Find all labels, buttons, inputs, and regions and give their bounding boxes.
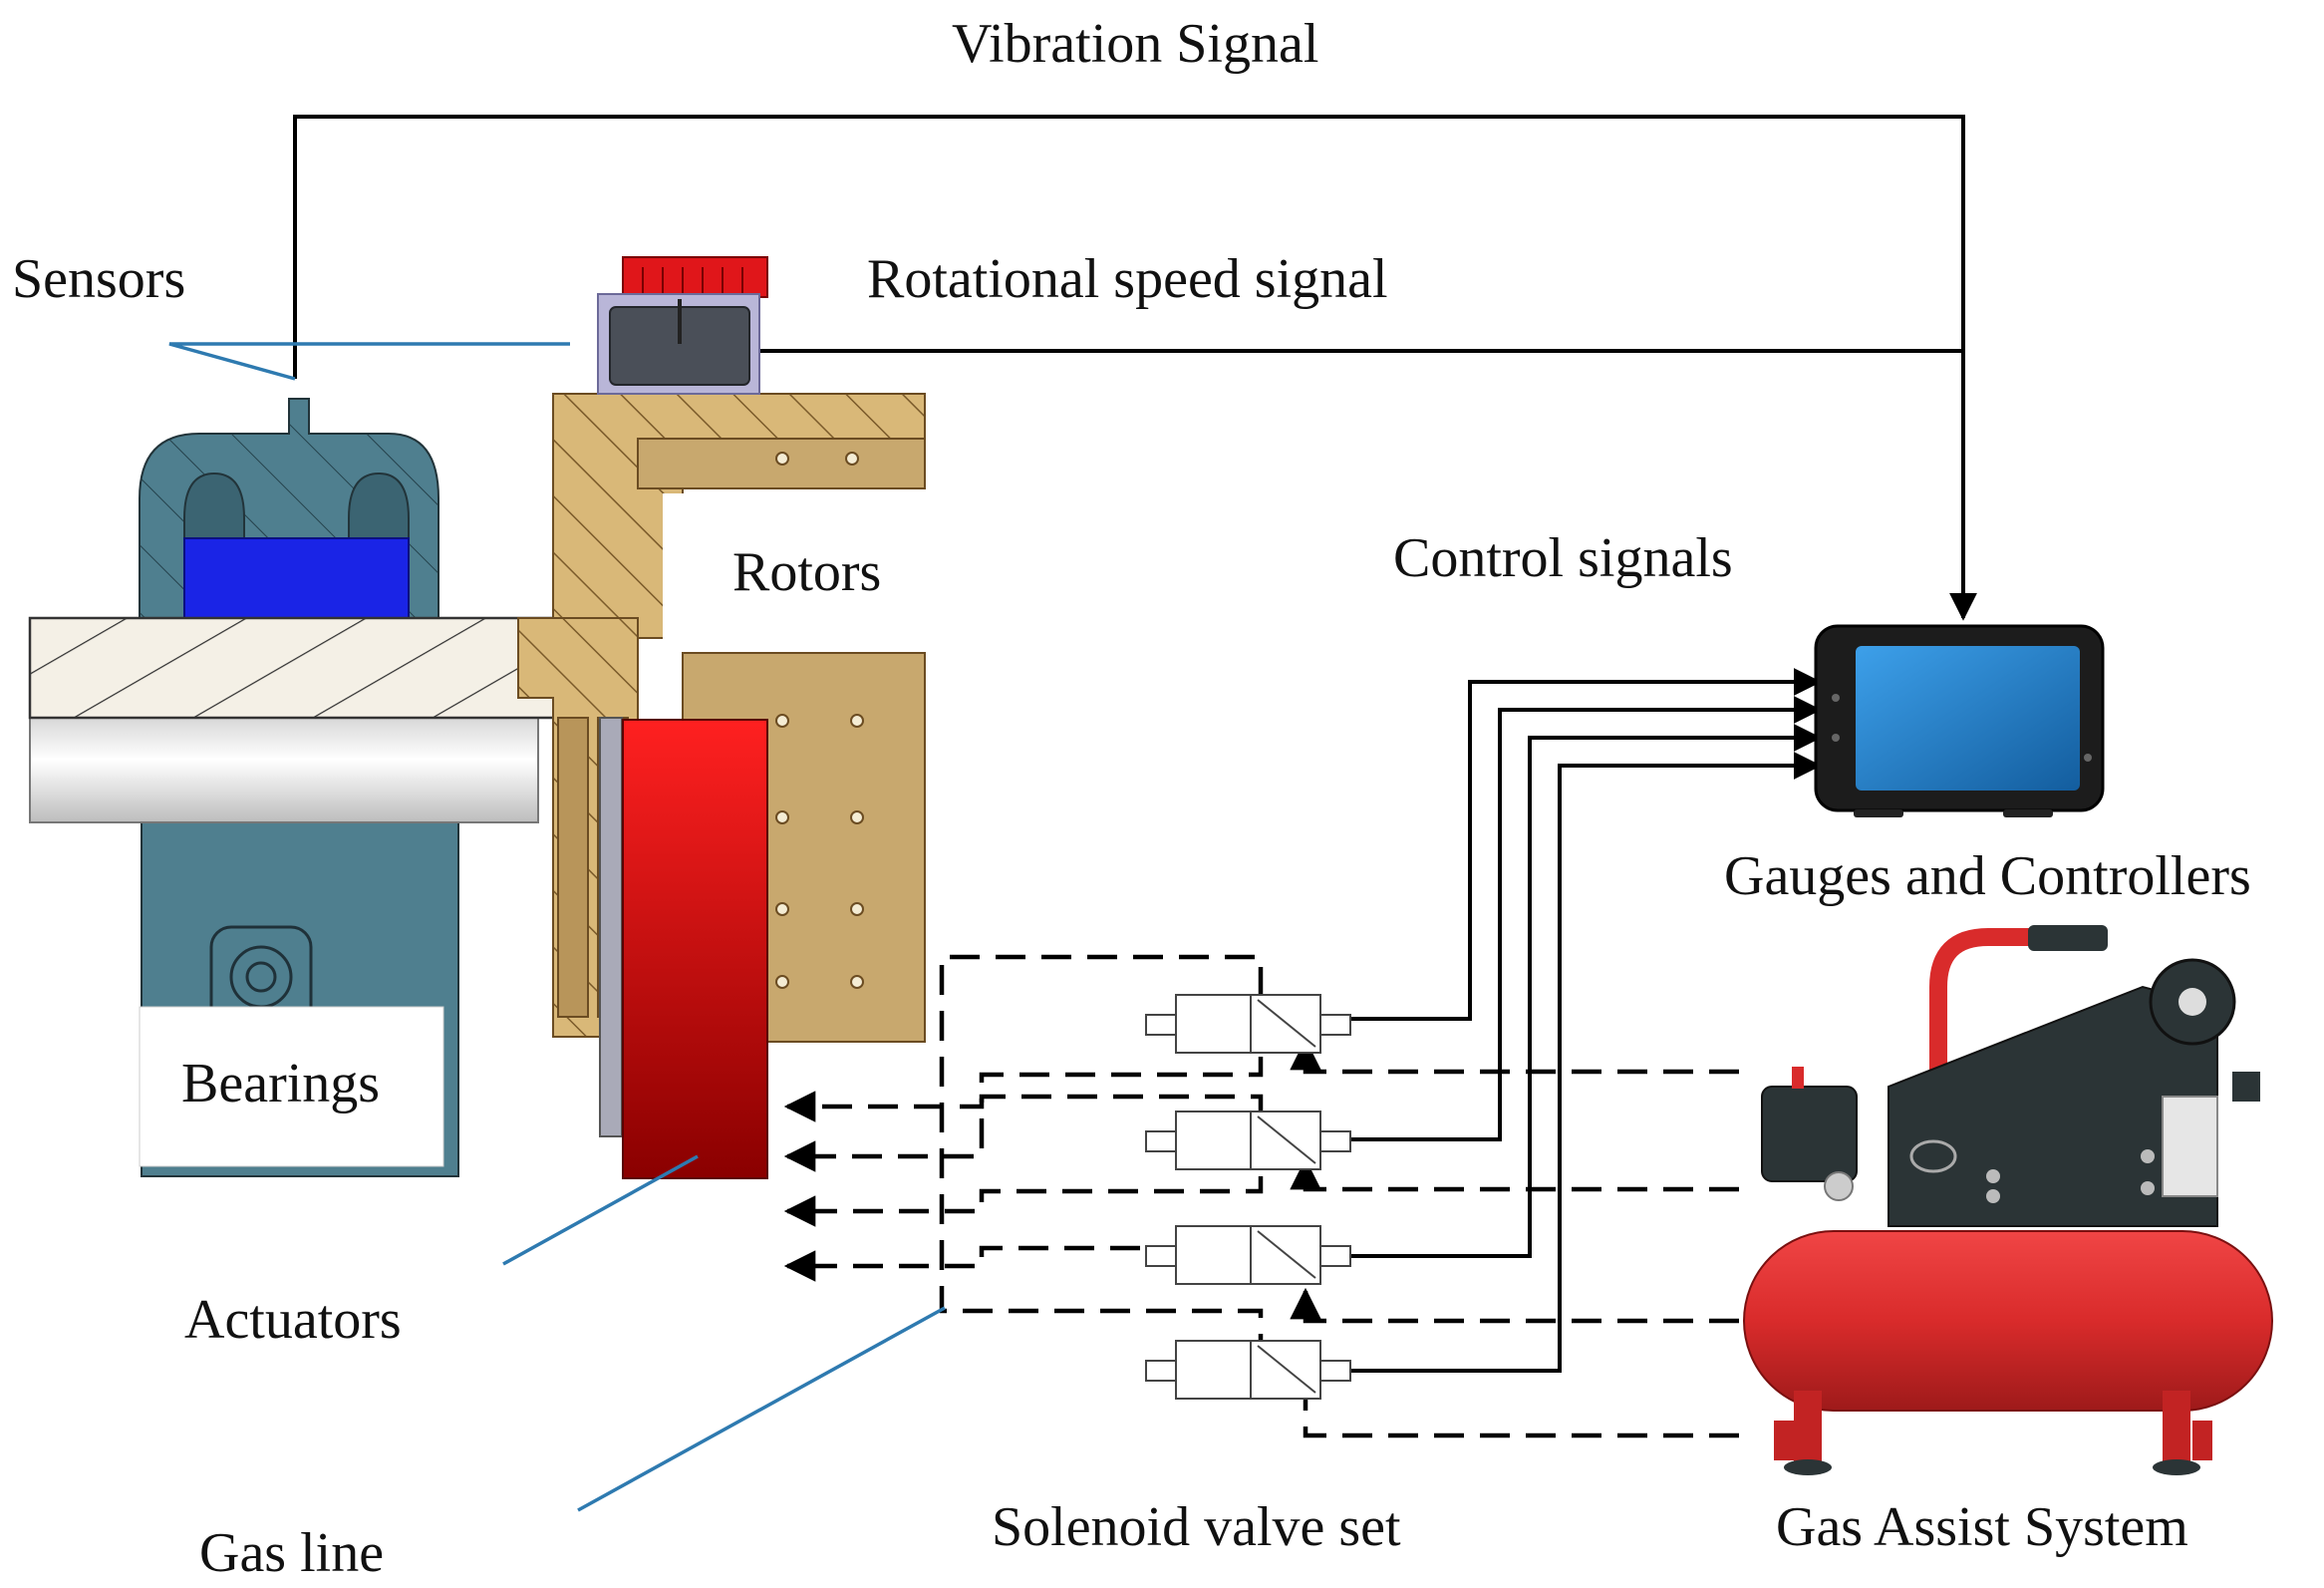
control-line-3 — [1350, 724, 1822, 1258]
bearings-label-box — [139, 1006, 444, 1167]
speed-sensor — [597, 256, 768, 395]
label-rotational-speed-signal: Rotational speed signal — [867, 248, 1388, 310]
rotor-label-box — [663, 493, 927, 648]
solenoid-valve-3 — [1145, 1225, 1351, 1285]
controller-device — [1814, 624, 2105, 817]
label-actuators: Actuators — [184, 1289, 402, 1351]
label-rotors: Rotors — [732, 541, 881, 603]
label-gauges-controllers: Gauges and Controllers — [1724, 845, 2251, 907]
air-compressor — [1743, 925, 2273, 1475]
solenoid-valve-set — [1145, 994, 1351, 1400]
label-bearings: Bearings — [181, 1053, 380, 1114]
label-sensors: Sensors — [12, 248, 185, 310]
bearing-element — [183, 537, 410, 629]
label-control-signals: Control signals — [1393, 527, 1733, 589]
vibration-signal-line — [293, 115, 1977, 621]
solenoid-valve-2 — [1145, 1111, 1351, 1170]
control-line-4 — [1350, 752, 1822, 1373]
signal-lines — [293, 115, 1977, 1373]
control-line-2 — [1350, 696, 1822, 1141]
label-gas-assist-system: Gas Assist System — [1776, 1496, 2188, 1558]
label-solenoid-valve-set: Solenoid valve set — [992, 1496, 1401, 1558]
solenoid-valve-4 — [1145, 1340, 1351, 1400]
label-gas-line: Gas line — [199, 1522, 384, 1584]
leader-lines — [168, 342, 946, 1512]
control-line-1 — [1350, 668, 1822, 1021]
actuator — [622, 719, 768, 1179]
label-vibration-signal: Vibration Signal — [952, 13, 1318, 75]
solenoid-valve-1 — [1145, 994, 1351, 1054]
